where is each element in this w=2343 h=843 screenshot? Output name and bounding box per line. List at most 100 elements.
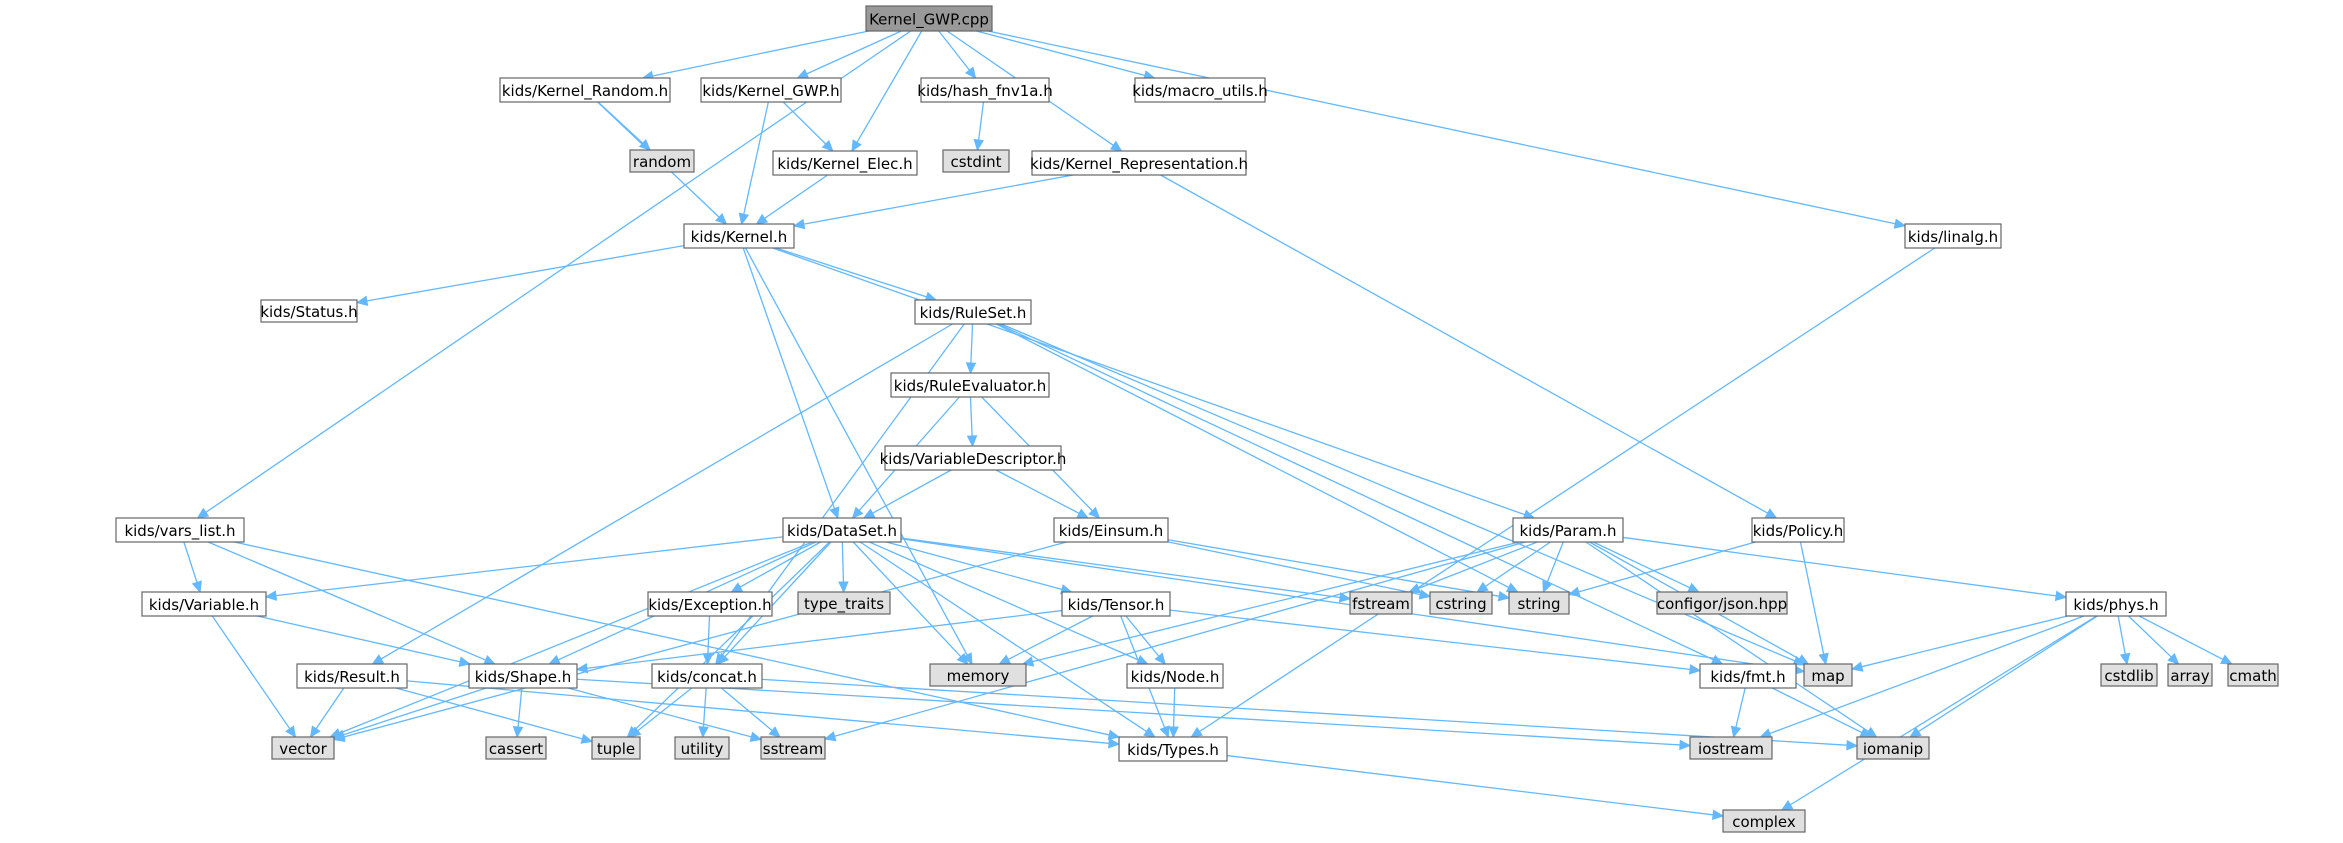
- edge-line: [1167, 539, 1500, 597]
- node-box: [485, 736, 547, 760]
- node-box: [1031, 150, 1247, 176]
- node-label: kids/Einsum.h: [1059, 522, 1164, 540]
- node-fstream: fstream: [1349, 591, 1413, 615]
- node-kernel_repr[interactable]: kids/Kernel_Representation.h: [1030, 150, 1248, 176]
- node-fmt[interactable]: kids/fmt.h: [1699, 663, 1797, 689]
- node-node[interactable]: kids/Node.h: [1126, 663, 1224, 689]
- edge-node-to-types: [1168, 687, 1179, 739]
- node-vardesc[interactable]: kids/VariableDescriptor.h: [880, 445, 1067, 471]
- edge-kernel_elec-to-kernel_h: [755, 174, 828, 225]
- edge-line: [744, 247, 968, 656]
- edge-arrowhead: [730, 582, 744, 593]
- node-kernel_random[interactable]: kids/Kernel_Random.h: [499, 77, 671, 103]
- edge-ruleeval-to-vardesc: [966, 396, 978, 448]
- edge-line: [996, 323, 1510, 589]
- node-box: [2227, 663, 2279, 687]
- edge-root-to-linalg: [987, 30, 1907, 229]
- edge-line: [900, 537, 1341, 599]
- edge-arrowhead: [1780, 800, 1794, 811]
- node-exception[interactable]: kids/Exception.h: [647, 591, 773, 617]
- node-label: memory: [947, 667, 1010, 685]
- edge-root-to-hash: [938, 30, 977, 79]
- edge-arrowhead: [1730, 725, 1742, 739]
- node-varslist[interactable]: kids/vars_list.h: [115, 517, 245, 543]
- edge-dataset-to-variable: [264, 536, 784, 601]
- edge-arrowhead: [1909, 726, 1922, 738]
- edge-arrowhead: [851, 139, 862, 153]
- node-label: kids/concat.h: [657, 668, 757, 686]
- edge-tensor-to-node: [1125, 615, 1166, 665]
- edge-vardesc-to-einsum: [995, 469, 1090, 519]
- node-box: [1429, 591, 1493, 615]
- node-result[interactable]: kids/Result.h: [296, 663, 408, 689]
- edge-line: [1769, 615, 2085, 735]
- edge-line: [872, 469, 952, 514]
- edge-line: [1032, 541, 1520, 663]
- node-dataset[interactable]: kids/DataSet.h: [782, 517, 902, 543]
- edge-root-to-kernel_random: [641, 30, 869, 82]
- node-label: cstdint: [950, 153, 1001, 171]
- edge-line: [720, 687, 773, 732]
- node-kernel_h[interactable]: kids/Kernel.h: [683, 223, 795, 249]
- node-box: [1656, 591, 1788, 615]
- node-label: kids/Exception.h: [648, 596, 771, 614]
- edge-arrowhead: [2167, 652, 2180, 665]
- edge-tensor-to-fmt: [1169, 609, 1702, 675]
- edge-arrowhead: [458, 656, 472, 667]
- edge-concat-to-tuple: [628, 687, 693, 738]
- edge-line: [707, 615, 711, 655]
- edge-root-to-kernel_gwp_h: [796, 30, 902, 79]
- edge-phys-to-map: [1850, 615, 2068, 672]
- node-hash[interactable]: kids/hash_fnv1a.h: [917, 77, 1053, 103]
- edge-fmt-to-iomanip: [1771, 687, 1872, 738]
- edge-line: [205, 30, 912, 513]
- edge-arrowhead: [768, 726, 781, 738]
- node-tuple: tuple: [591, 736, 641, 760]
- node-policy[interactable]: kids/Policy.h: [1751, 517, 1845, 543]
- edge-kernel_repr-to-policy: [1160, 174, 1778, 519]
- node-param[interactable]: kids/Param.h: [1512, 517, 1624, 543]
- node-type_traits: type_traits: [797, 591, 891, 615]
- node-macro[interactable]: kids/macro_utils.h: [1132, 77, 1268, 103]
- edge-param-to-phys: [1622, 536, 2068, 602]
- edge-arrowhead: [483, 655, 496, 665]
- node-kernel_gwp_h[interactable]: kids/Kernel_GWP.h: [700, 77, 842, 103]
- node-shape[interactable]: kids/Shape.h: [468, 663, 578, 689]
- node-box: [115, 517, 245, 543]
- node-variable[interactable]: kids/Variable.h: [141, 591, 267, 617]
- edge-arrowhead: [1107, 729, 1121, 740]
- node-box: [591, 736, 641, 760]
- edge-kernel_h-to-status: [355, 244, 685, 307]
- edge-phys-to-array: [2128, 615, 2180, 665]
- node-box: [651, 663, 763, 689]
- edge-line: [803, 174, 1074, 225]
- edge-kernel_repr-to-kernel_h: [792, 174, 1074, 230]
- node-ruleset[interactable]: kids/RuleSet.h: [914, 299, 1032, 325]
- edge-line: [886, 541, 1063, 591]
- node-concat[interactable]: kids/concat.h: [651, 663, 763, 689]
- node-tensor[interactable]: kids/Tensor.h: [1061, 591, 1171, 617]
- node-ruleeval[interactable]: kids/RuleEvaluator.h: [890, 372, 1050, 398]
- edge-line: [1485, 541, 1551, 587]
- edge-arrowhead: [1159, 725, 1170, 739]
- node-box: [797, 591, 891, 615]
- node-linalg[interactable]: kids/linalg.h: [1904, 223, 2002, 249]
- edge-arrowhead: [1542, 580, 1553, 594]
- edge-arrowhead: [1338, 592, 1352, 603]
- edge-tensor-to-shape: [575, 609, 1063, 674]
- edge-arrowhead: [965, 362, 977, 375]
- node-phys[interactable]: kids/phys.h: [2065, 591, 2167, 617]
- edge-param-to-string: [1542, 541, 1564, 594]
- edge-line: [772, 247, 1525, 516]
- node-root[interactable]: Kernel_GWP.cpp: [865, 5, 993, 32]
- edge-ruleset-to-ruleeval: [965, 323, 977, 375]
- node-status[interactable]: kids/Status.h: [260, 299, 358, 323]
- edge-line: [1799, 541, 1825, 655]
- node-label: map: [1811, 667, 1844, 685]
- edge-dataset-to-fstream: [900, 537, 1352, 603]
- edge-line: [702, 687, 707, 728]
- node-einsum[interactable]: kids/Einsum.h: [1053, 517, 1169, 543]
- node-kernel_elec[interactable]: kids/Kernel_Elec.h: [772, 150, 918, 176]
- node-complex: complex: [1722, 809, 1806, 833]
- node-types[interactable]: kids/Types.h: [1118, 736, 1228, 762]
